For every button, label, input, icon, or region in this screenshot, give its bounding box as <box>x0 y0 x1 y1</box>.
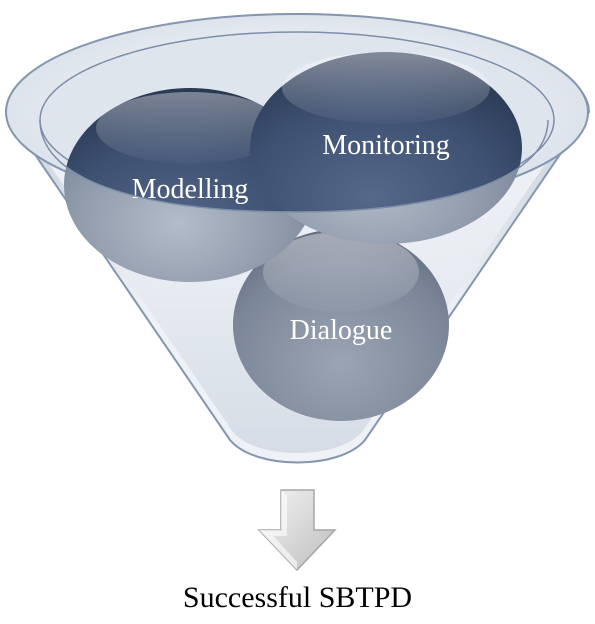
outcome-label: Successful SBTPD <box>182 581 413 614</box>
funnel-rim-front <box>39 119 549 213</box>
modelling-label: Modelling <box>132 174 249 205</box>
monitoring-circle: Monitoring <box>250 52 522 244</box>
dialogue-label: Dialogue <box>290 315 393 346</box>
monitoring-label: Monitoring <box>322 130 450 161</box>
down-arrow-icon <box>257 489 337 572</box>
dialogue-circle: Dialogue <box>233 229 449 421</box>
